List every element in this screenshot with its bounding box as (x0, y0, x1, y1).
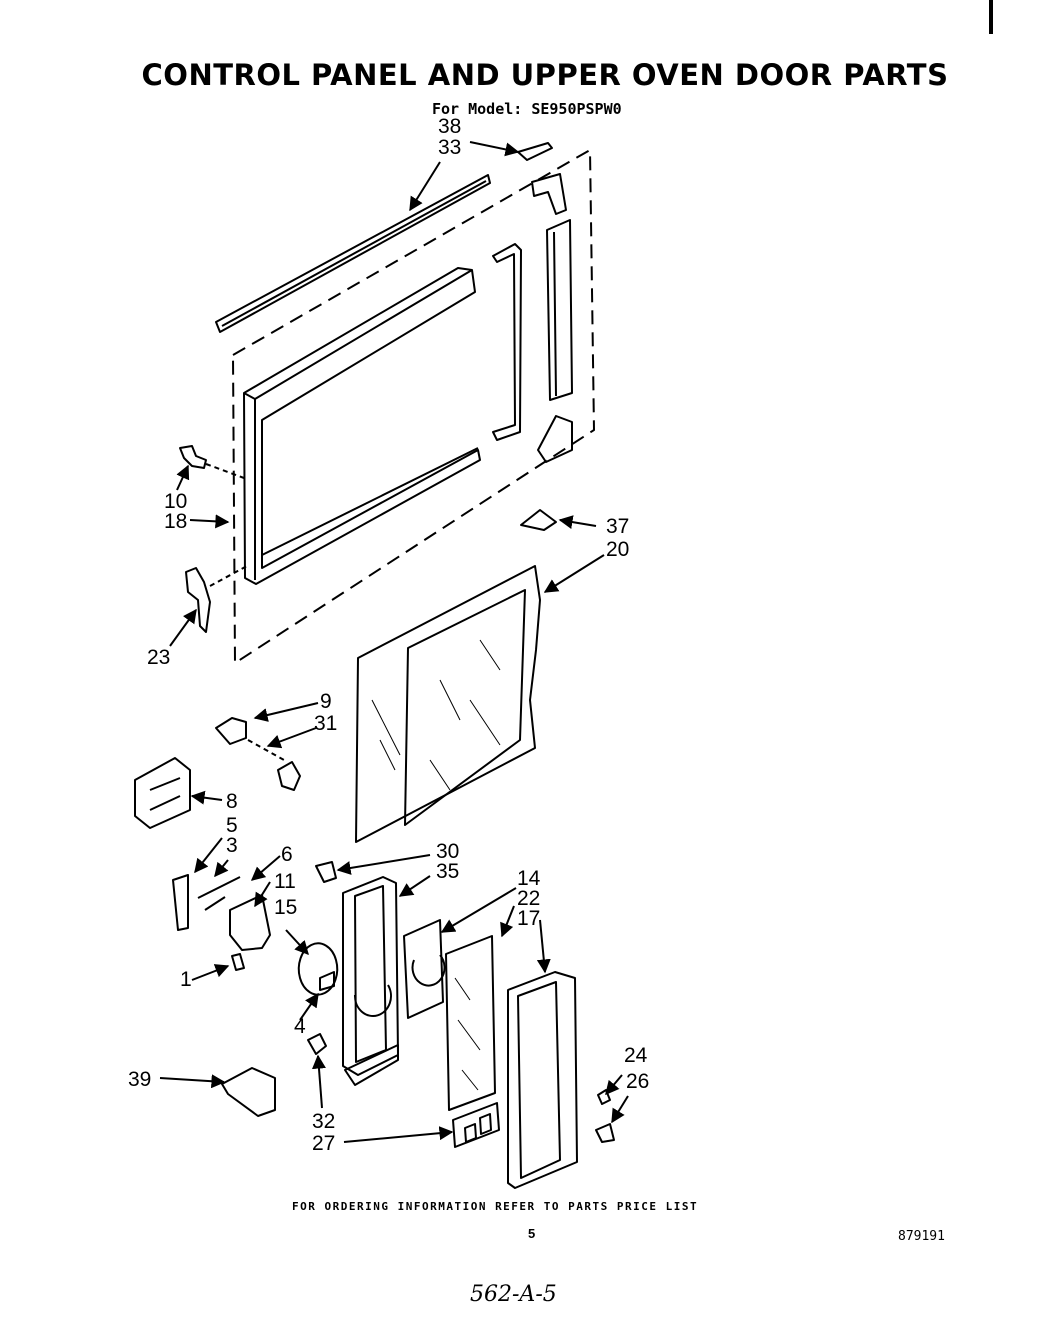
callout-3: 3 (226, 834, 238, 857)
document-number: 879191 (898, 1229, 945, 1244)
callout-26: 26 (626, 1070, 649, 1093)
corner-mark (989, 0, 993, 34)
escutcheon-part (452, 1102, 500, 1148)
switch-assembly-part (172, 874, 271, 951)
callout-14: 14 (517, 867, 541, 890)
callout-24: 24 (624, 1044, 648, 1067)
callout-32: 32 (312, 1110, 335, 1133)
small-screw-part (231, 953, 245, 971)
callout-1: 1 (180, 968, 192, 991)
callout-39: 39 (128, 1068, 151, 1091)
callout-17: 17 (517, 907, 540, 930)
control-panel-frame-part (507, 971, 578, 1189)
callout-30: 30 (436, 840, 459, 863)
callout-5: 5 (226, 814, 238, 837)
inner-side-channel-part (492, 243, 522, 441)
callout-4: 4 (294, 1015, 306, 1038)
callout-11: 11 (274, 870, 296, 893)
callout-38: 38 (438, 115, 461, 138)
callout-9: 9 (320, 690, 332, 713)
cap-part (307, 1033, 327, 1055)
callout-27: 27 (312, 1132, 335, 1155)
page-title: CONTROL PANEL AND UPPER OVEN DOOR PARTS (141, 58, 949, 92)
handwritten-note: 562-A-5 (470, 1282, 557, 1307)
switch-part (215, 717, 247, 745)
callout-23: 23 (147, 646, 170, 669)
callout-37: 37 (606, 515, 629, 538)
transformer-part (134, 757, 191, 829)
callout-18: 18 (164, 510, 187, 533)
panel-screw-part (315, 861, 337, 883)
ordering-note: FOR ORDERING INFORMATION REFER TO PARTS … (292, 1200, 699, 1213)
mounting-plate-part (403, 919, 446, 1019)
oven-door-glass-part (355, 565, 541, 843)
glass-insert-part (445, 935, 496, 1111)
callout-20: 20 (606, 538, 629, 561)
callout-6: 6 (281, 843, 293, 866)
callout-15: 15 (274, 896, 297, 919)
right-side-channel-part (546, 219, 573, 401)
callout-22: 22 (517, 887, 540, 910)
callout-8: 8 (226, 790, 238, 813)
mounting-bracket-part (221, 1067, 276, 1117)
model-subtitle: For Model: SE950PSPW0 (432, 100, 622, 118)
upper-bracket-part (531, 173, 567, 215)
door-frame-part (243, 267, 481, 585)
callout-10: 10 (164, 490, 187, 513)
screw-part (179, 445, 207, 469)
control-panel-part (342, 876, 399, 1086)
hinge-bracket-part (517, 142, 553, 161)
spring-clip-part (597, 1089, 611, 1105)
retainer-clip-part (595, 1123, 615, 1143)
assembly-outline (232, 149, 595, 664)
callout-33: 33 (438, 136, 461, 159)
callout-35: 35 (436, 860, 459, 883)
callout-31: 31 (314, 712, 337, 735)
door-hinge-part (185, 567, 211, 633)
knob-part (277, 761, 301, 791)
page-number: 5 (528, 1226, 536, 1241)
top-trim-strip-part (215, 174, 491, 333)
shaft-part (319, 971, 335, 991)
hinge-clip-part (520, 509, 557, 531)
lower-bracket-part (537, 415, 573, 463)
